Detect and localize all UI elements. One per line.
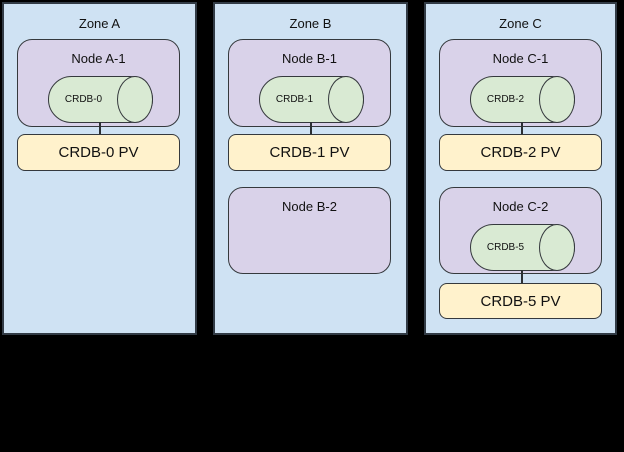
zone-title: Zone A bbox=[78, 16, 121, 31]
node-title: Node C-2 bbox=[492, 199, 549, 214]
cylinder-cap bbox=[539, 224, 575, 271]
node-title: Node B-2 bbox=[282, 199, 337, 214]
node-c1-box: Node C-1 CRDB-2 bbox=[439, 39, 602, 127]
node-c2-box: Node C-2 CRDB-5 bbox=[439, 187, 602, 274]
cylinder-cap bbox=[117, 76, 153, 123]
pod-label: CRDB-5 bbox=[486, 242, 525, 253]
node-title: Node A-1 bbox=[71, 51, 126, 66]
pod-pv-connector bbox=[520, 122, 523, 135]
node-a1-box: Node A-1 CRDB-0 bbox=[17, 39, 180, 127]
crdb-0-pv-box: CRDB-0 PV bbox=[17, 134, 180, 171]
crdb-0-pod-cylinder: CRDB-0 bbox=[48, 76, 153, 123]
pod-pv-connector bbox=[520, 270, 523, 284]
crdb-2-pod-cylinder: CRDB-2 bbox=[470, 76, 575, 123]
node-b1-box: Node B-1 CRDB-1 bbox=[228, 39, 391, 127]
pv-label: CRDB-1 PV bbox=[269, 144, 350, 161]
node-title: Node C-1 bbox=[492, 51, 549, 66]
cylinder-cap bbox=[539, 76, 575, 123]
zone-c-panel: Zone C Node C-1 CRDB-2 CRDB-2 PV Node C-… bbox=[424, 2, 617, 335]
pod-pv-connector bbox=[309, 122, 312, 135]
crdb-5-pod-cylinder: CRDB-5 bbox=[470, 224, 575, 271]
pv-label: CRDB-2 PV bbox=[480, 144, 561, 161]
zone-title: Zone C bbox=[499, 16, 542, 31]
pod-pv-connector bbox=[98, 122, 101, 135]
crdb-2-pv-box: CRDB-2 PV bbox=[439, 134, 602, 171]
crdb-5-pv-box: CRDB-5 PV bbox=[439, 283, 602, 319]
crdb-1-pv-box: CRDB-1 PV bbox=[228, 134, 391, 171]
crdb-1-pod-cylinder: CRDB-1 bbox=[259, 76, 364, 123]
pod-label: CRDB-0 bbox=[64, 94, 103, 105]
zone-b-panel: Zone B Node B-1 CRDB-1 CRDB-1 PV Node B-… bbox=[213, 2, 408, 335]
node-b2-box: Node B-2 bbox=[228, 187, 391, 274]
pv-label: CRDB-0 PV bbox=[58, 144, 139, 161]
zone-title: Zone B bbox=[289, 16, 332, 31]
pv-label: CRDB-5 PV bbox=[480, 292, 561, 310]
pod-label: CRDB-2 bbox=[486, 94, 525, 105]
zone-a-panel: Zone A Node A-1 CRDB-0 CRDB-0 PV bbox=[2, 2, 197, 335]
cylinder-cap bbox=[328, 76, 364, 123]
pod-label: CRDB-1 bbox=[275, 94, 314, 105]
node-title: Node B-1 bbox=[282, 51, 337, 66]
